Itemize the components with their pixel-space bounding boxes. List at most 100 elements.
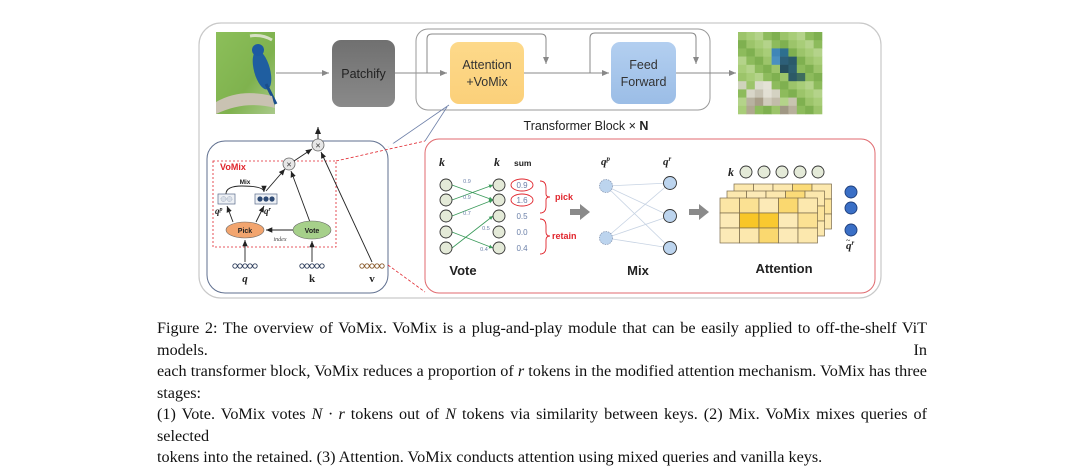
- key-node: [439, 193, 453, 207]
- token-patch: [780, 105, 789, 115]
- stage-arrow: [570, 204, 590, 220]
- retain-label: retain: [552, 231, 577, 241]
- attention-label: Attention: [462, 58, 511, 72]
- token-patch: [763, 97, 772, 107]
- token-patch: [780, 81, 789, 90]
- attention-cell: [778, 212, 799, 229]
- token-q: [232, 263, 238, 269]
- sum-value: 0.9: [516, 181, 528, 190]
- token-patch: [746, 32, 756, 41]
- attention-cell: [719, 212, 740, 229]
- token-patch: [771, 89, 781, 98]
- input-label-v: v: [369, 273, 375, 285]
- token-patch: [763, 32, 772, 41]
- token-v: [374, 263, 380, 269]
- vomix-region: [212, 160, 337, 248]
- input-bird-image: [216, 32, 278, 114]
- token-patch: [796, 56, 806, 66]
- qp-box: [217, 193, 236, 205]
- token-patch: [771, 73, 781, 82]
- vote-edge: [451, 231, 494, 249]
- retained-query-node: [663, 176, 677, 190]
- token-k: [309, 263, 315, 269]
- token-patch: [771, 97, 781, 107]
- vote-edge: [451, 215, 494, 249]
- token-patch: [813, 40, 823, 49]
- attention-cell: [778, 227, 799, 244]
- arrow: [320, 151, 373, 263]
- token-patch: [754, 32, 764, 41]
- pick-node: [225, 221, 265, 239]
- qtilde-label: qr: [846, 239, 855, 252]
- token-patch: [754, 56, 764, 66]
- token-patch: [813, 56, 823, 66]
- attention-cell: [758, 227, 779, 244]
- token-patch: [796, 40, 806, 49]
- input-label-q: q: [242, 273, 248, 285]
- vomix-label: +VoMix: [466, 75, 508, 89]
- token-patch: [746, 89, 756, 98]
- token-patch: [771, 81, 781, 90]
- token-patch: [813, 73, 823, 82]
- key-node: [439, 209, 453, 223]
- attention-cell: [758, 197, 779, 214]
- key-node: [793, 165, 807, 179]
- token-patch: [780, 56, 789, 66]
- vote-k-left: k: [439, 155, 445, 169]
- token-patch: [754, 64, 764, 74]
- token-patch: [746, 64, 756, 74]
- feed-label: Feed: [629, 58, 658, 72]
- vomix-overview-figure: Patchify Attention +VoMix Feed Forward T…: [198, 22, 882, 299]
- edge-weight: 0.7: [463, 211, 471, 217]
- token-patch: [746, 48, 756, 57]
- token-patch: [738, 73, 747, 82]
- sum-value: 1.6: [516, 196, 528, 205]
- token-patch: [813, 32, 823, 41]
- mix-stage: [599, 176, 677, 255]
- mix-arrow: [225, 185, 267, 195]
- token-patch: [796, 48, 806, 57]
- key-node: [439, 241, 453, 255]
- token-patch: [738, 64, 747, 74]
- token-patch: [746, 73, 756, 82]
- token-patch: [763, 81, 772, 90]
- token-patch: [754, 48, 764, 57]
- token-patch: [738, 32, 747, 41]
- attention-cell: [719, 197, 740, 214]
- key-node: [492, 193, 506, 207]
- attention-cell: [797, 197, 818, 214]
- token-patch: [805, 40, 814, 49]
- token-patch: [788, 32, 798, 41]
- token-patch: [788, 73, 798, 82]
- token-patch: [746, 40, 756, 49]
- vomix-title: VoMix: [220, 162, 246, 172]
- token-patch: [780, 48, 789, 57]
- token-q: [242, 263, 248, 269]
- attention-cell: [719, 227, 740, 244]
- token-patch: [780, 40, 789, 49]
- token-patch: [788, 105, 798, 115]
- vote-k-right: k: [494, 155, 500, 169]
- vote-edge: [451, 184, 494, 201]
- edge-weight: 0.4: [480, 247, 488, 253]
- multiply-symbol: ×: [315, 141, 320, 151]
- mix-qp-label: qp: [601, 155, 611, 168]
- token-patch: [771, 40, 781, 49]
- arrow: [265, 168, 286, 192]
- attention-cell: [739, 197, 760, 214]
- token-patch: [754, 40, 764, 49]
- token-patch: [738, 56, 747, 66]
- sum-value: 0.4: [516, 244, 528, 253]
- arrow: [226, 205, 234, 223]
- mix-qr-label: qr: [663, 155, 672, 168]
- mixed-query-node: [844, 201, 858, 215]
- token-patch: [805, 56, 814, 66]
- token-k: [304, 263, 310, 269]
- token-patch: [746, 81, 756, 90]
- edge-weight: 0.9: [463, 195, 471, 201]
- mix-edge: [605, 182, 671, 187]
- edge-weight: 0.5: [482, 226, 490, 232]
- mix-edge: [605, 215, 671, 239]
- key-node: [811, 165, 825, 179]
